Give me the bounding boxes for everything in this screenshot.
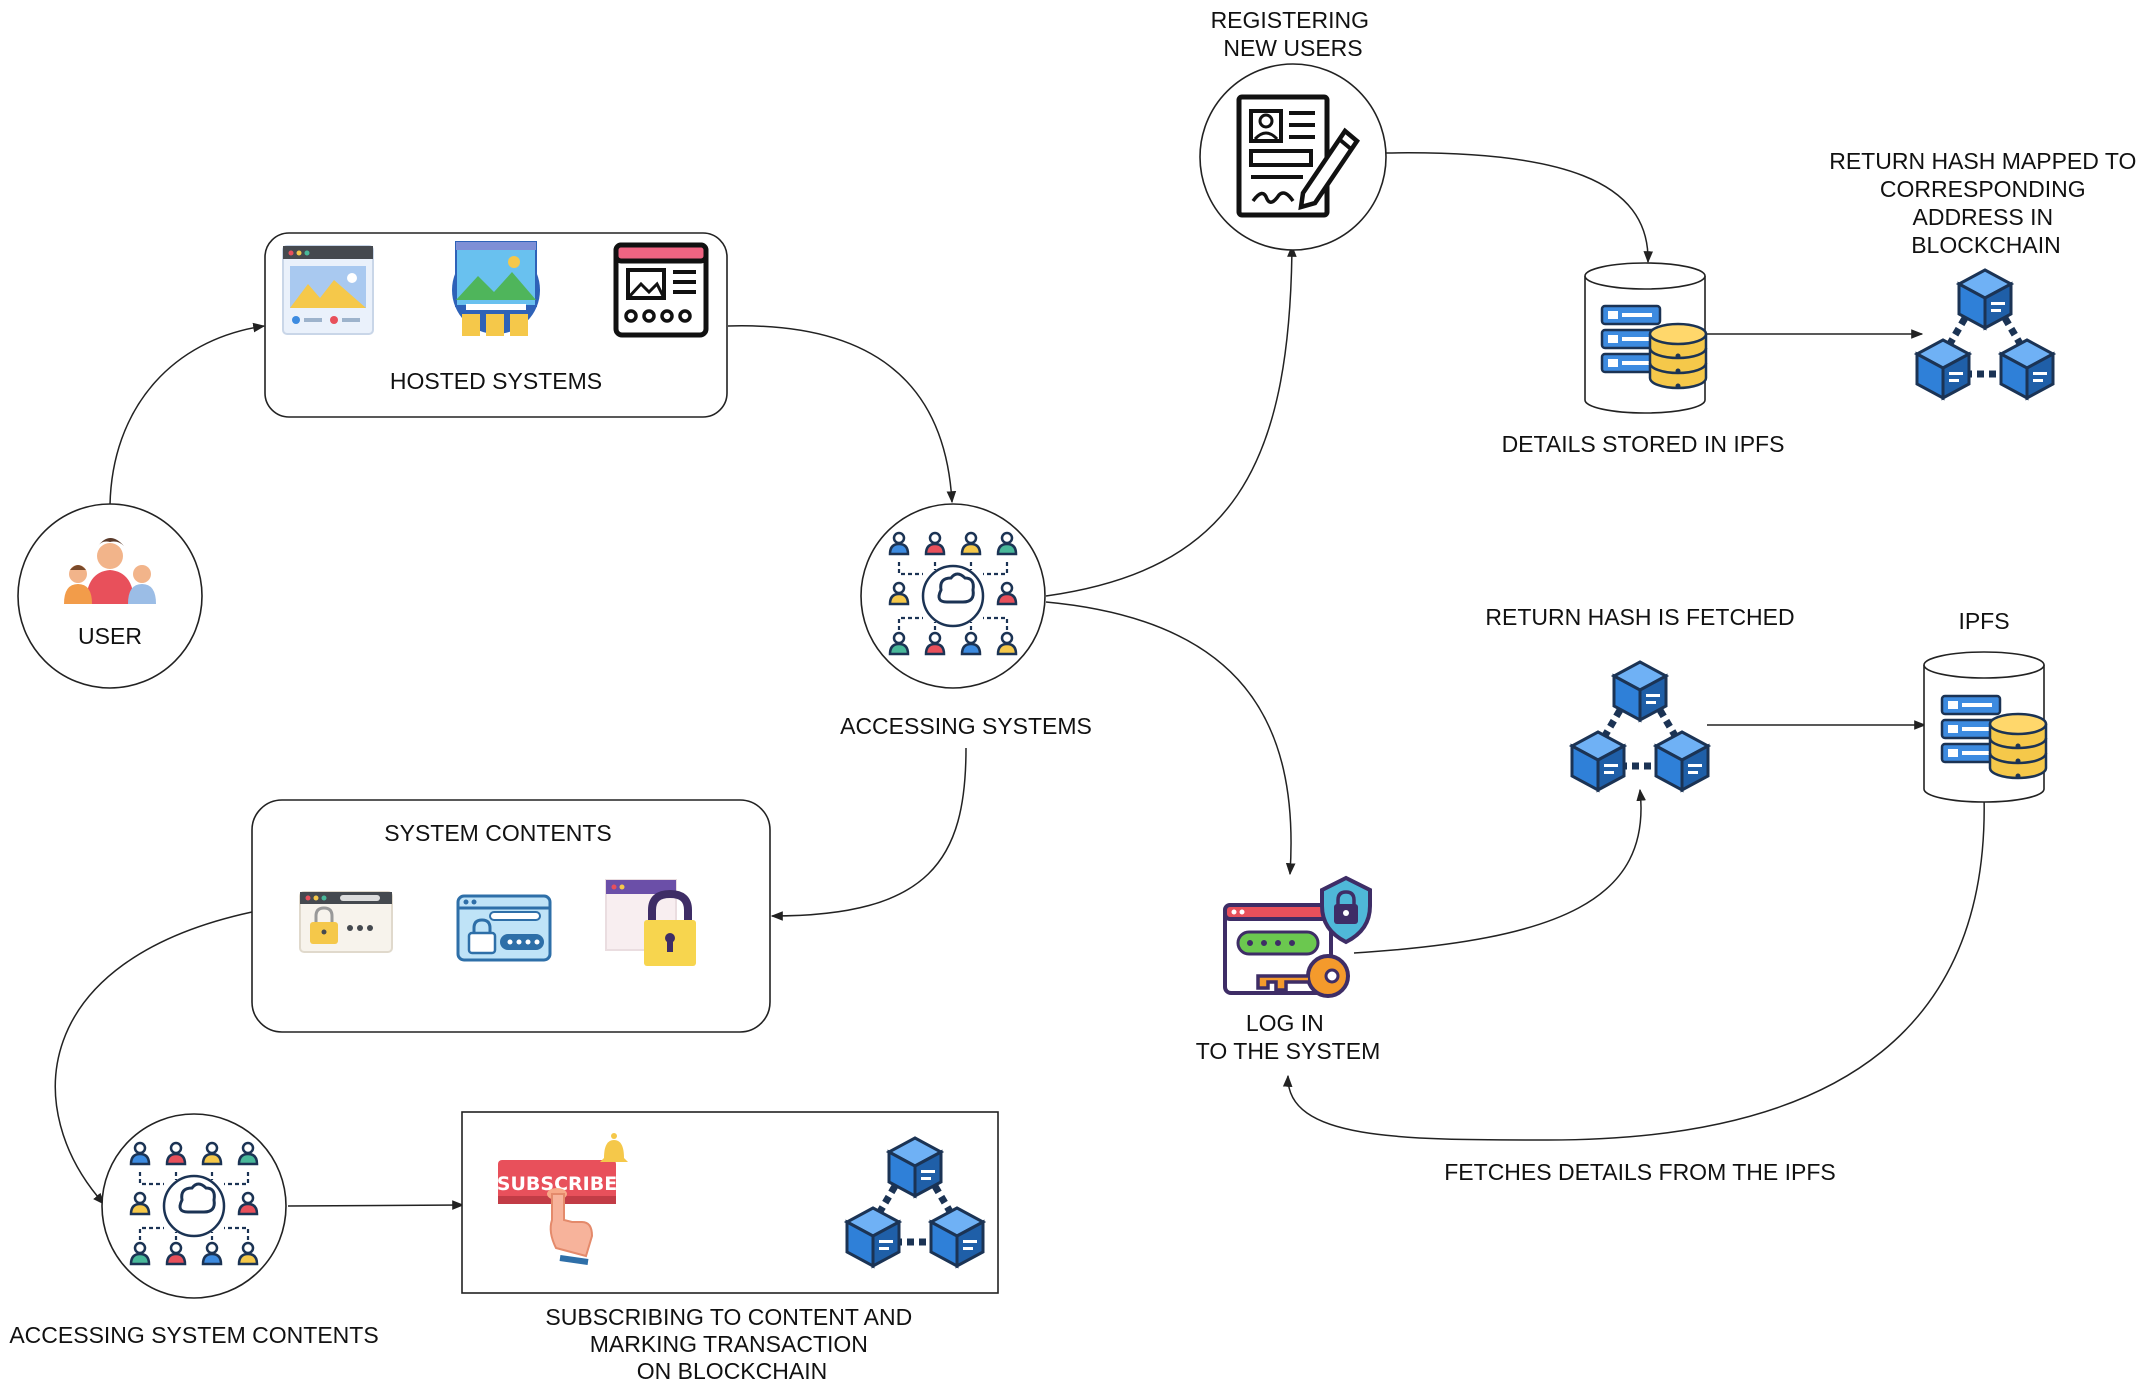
subscribing-label-line-3: ON BLOCKCHAIN (637, 1358, 827, 1384)
subscribe-button-text: SUBSCRIBE (497, 1173, 617, 1195)
edge-contents-to-accessing-contents (54, 911, 253, 1205)
edge-accessing-contents-to-subscribe (287, 1200, 465, 1210)
registering-label-line-1: REGISTERING (1211, 7, 1369, 33)
padlock-window-icon (605, 879, 696, 966)
blockchain-icon (1572, 662, 1708, 790)
system-contents-label: SYSTEM CONTENTS (384, 820, 611, 846)
subscribing-label-line-1: SUBSCRIBING TO CONTENT AND (545, 1304, 912, 1330)
users-group-icon (64, 538, 156, 604)
edge-accessing-to-login (1045, 601, 1296, 876)
ipfs-node: IPFS (1923, 608, 2048, 803)
edge-user-to-hosted (109, 322, 266, 506)
web-layout-icon (613, 242, 709, 338)
log-in-label: LOG IN TO THE SYSTEM (1196, 1010, 1380, 1064)
return-hash-mapped-line-2: CORRESPONDING (1880, 176, 2086, 202)
hosted-systems-node: HOSTED SYSTEMS (264, 232, 728, 418)
accessing-systems-label: ACCESSING SYSTEMS (840, 713, 1092, 739)
log-in-label-line-2: TO THE SYSTEM (1196, 1038, 1380, 1064)
blockchain-icon (1917, 270, 2053, 398)
log-in-label-line-1: LOG IN (1246, 1010, 1324, 1036)
return-hash-mapped-node: RETURN HASH MAPPED TO CORRESPONDING ADDR… (1829, 148, 2143, 398)
web-page-icon (282, 245, 374, 335)
return-hash-mapped-line-4: BLOCKCHAIN (1911, 232, 2061, 258)
edge-accessing-to-registering (1045, 244, 1297, 597)
return-hash-fetched-label: RETURN HASH IS FETCHED (1485, 604, 1794, 630)
subscribe-button-icon: SUBSCRIBE (497, 1133, 628, 1265)
registering-label: REGISTERING NEW USERS (1211, 7, 1376, 61)
user-node: USER (17, 503, 203, 689)
return-hash-mapped-line-3: ADDRESS IN (1913, 204, 2054, 230)
return-hash-mapped-line-1: RETURN HASH MAPPED TO (1829, 148, 2136, 174)
ipfs-label: IPFS (1958, 608, 2009, 634)
accessing-system-contents-label: ACCESSING SYSTEM CONTENTS (9, 1322, 378, 1348)
details-stored-label: DETAILS STORED IN IPFS (1502, 431, 1785, 457)
edge-accessing-to-contents (770, 747, 967, 921)
locked-browser-icon (299, 891, 393, 953)
accessing-systems-node: ACCESSING SYSTEMS (840, 503, 1092, 739)
return-hash-fetched-node: RETURN HASH IS FETCHED (1485, 604, 1795, 790)
user-label: USER (78, 623, 142, 649)
log-in-node: LOG IN TO THE SYSTEM (1196, 875, 1380, 1064)
secure-login-icon (1223, 875, 1372, 998)
details-stored-node: DETAILS STORED IN IPFS (1502, 262, 1785, 457)
subscribing-label-line-2: MARKING TRANSACTION (590, 1331, 868, 1357)
edge-ipfs-to-login (1282, 794, 1985, 1141)
return-hash-mapped-label: RETURN HASH MAPPED TO CORRESPONDING ADDR… (1829, 148, 2143, 258)
subscribing-label: SUBSCRIBING TO CONTENT AND MARKING TRANS… (545, 1304, 918, 1384)
fetches-details-label: FETCHES DETAILS FROM THE IPFS (1444, 1159, 1835, 1185)
hosted-systems-label: HOSTED SYSTEMS (390, 368, 602, 394)
subscribing-node: SUBSCRIBE SUBSCRIBING TO CONTENT AND MAR… (461, 1111, 999, 1384)
password-window-icon (456, 894, 552, 962)
edge-hosted-to-accessing (727, 325, 957, 504)
edge-login-to-hash-fetched (1353, 788, 1646, 954)
system-contents-node: SYSTEM CONTENTS (251, 799, 771, 1033)
registering-node: REGISTERING NEW USERS (1199, 7, 1387, 251)
registering-label-line-2: NEW USERS (1223, 35, 1362, 61)
accessing-system-contents-node: ACCESSING SYSTEM CONTENTS (9, 1113, 379, 1348)
registration-form-icon (1236, 94, 1361, 218)
edge-registering-to-details (1385, 152, 1654, 264)
web-design-icon (452, 241, 540, 336)
